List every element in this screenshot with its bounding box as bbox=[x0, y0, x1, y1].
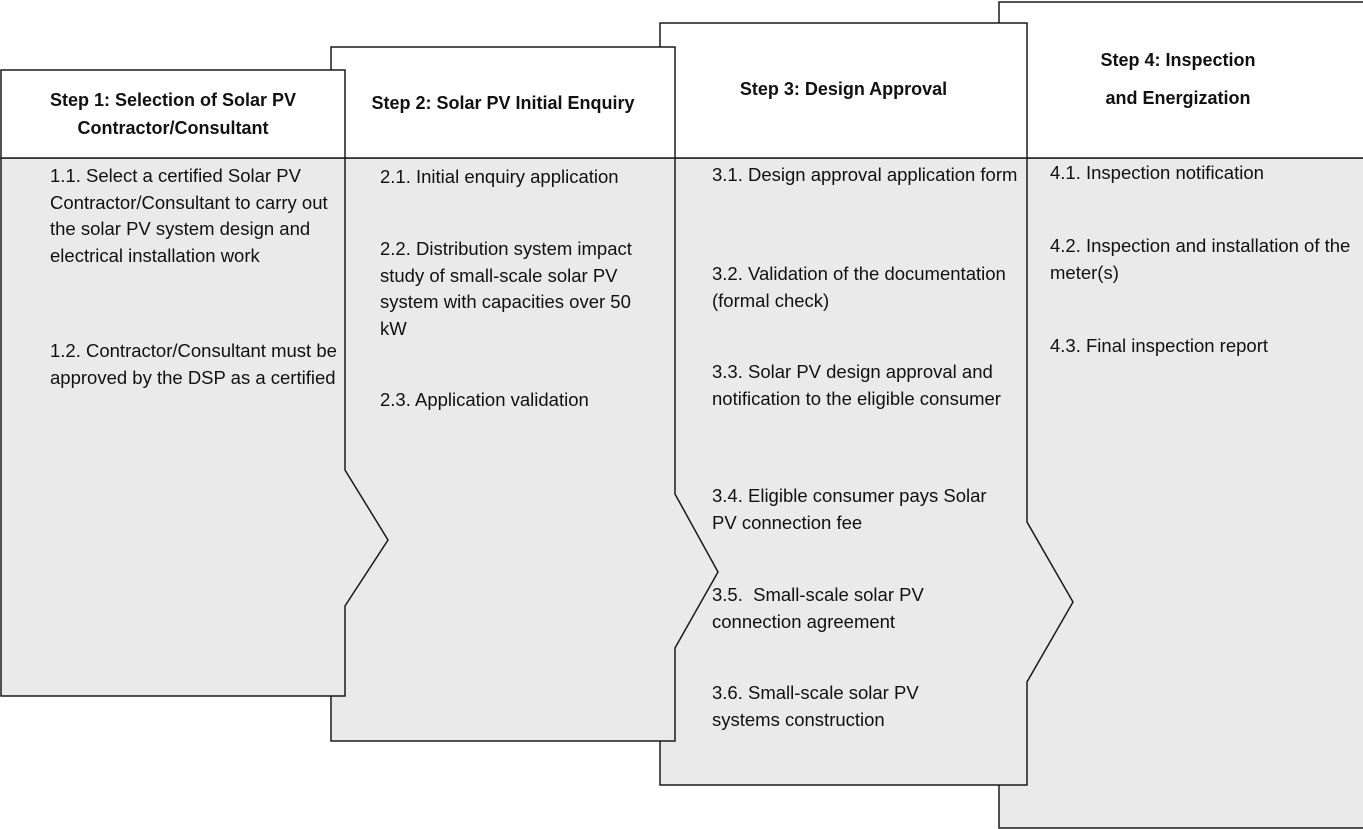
step-2-item-2: 2.2. Distribution system impact study of… bbox=[380, 238, 638, 339]
step-4-header-box bbox=[998, 1, 1363, 159]
step-4-title-line-1: Step 4: Inspection bbox=[1100, 50, 1256, 70]
step-2-panel bbox=[330, 46, 719, 742]
step-3-item-1: 3.1. Design approval application form bbox=[712, 164, 1018, 185]
step-4-body bbox=[998, 157, 1363, 829]
step-3-title: Step 3: Design Approval bbox=[739, 79, 948, 99]
step-2-title: Step 2: Solar PV Initial Enquiry bbox=[371, 92, 635, 113]
step-2-body bbox=[330, 157, 719, 742]
step-1-item-2: 1.2. Contractor/Consultant must be appro… bbox=[50, 340, 343, 388]
step-3-body bbox=[659, 157, 1074, 786]
step-1-title: Step 1: Selection of Solar PV Contractor… bbox=[1, 70, 345, 158]
step-3-item-3: 3.3. Solar PV design approval and notifi… bbox=[712, 361, 1001, 409]
step-3-item-2: 3.2. Validation of the documentation (fo… bbox=[712, 263, 1011, 311]
step-1-header-box bbox=[0, 69, 346, 159]
step-2-header-box bbox=[330, 46, 676, 159]
step-3-item-4: 3.4. Eligible consumer pays Solar PV con… bbox=[712, 485, 992, 533]
step-2-item-3: 2.3. Application validation bbox=[380, 389, 589, 410]
step-4-title: Step 4: Inspection and Energization bbox=[999, 40, 1357, 118]
step-4-title-line-2: and Energization bbox=[1105, 88, 1251, 108]
step-4-item-3: 4.3. Final inspection report bbox=[1050, 335, 1269, 356]
step-4-item-2: 4.2. Inspection and installation of the … bbox=[1050, 235, 1356, 283]
step-1-item-1: 1.1. Select a certified Solar PV Contrac… bbox=[50, 165, 333, 266]
step-3-item-5: 3.5. Small-scale solar PV connection agr… bbox=[712, 584, 929, 632]
step-4-item-1: 4.1. Inspection notification bbox=[1050, 162, 1264, 183]
step-1-title-text: Step 1: Selection of Solar PV Contractor… bbox=[49, 90, 297, 138]
step-2-item-1: 2.1. Initial enquiry application bbox=[380, 166, 619, 187]
step-1-panel bbox=[0, 69, 389, 697]
step-4-panel bbox=[998, 1, 1363, 829]
step-3-item-6: 3.6. Small-scale solar PV systems constr… bbox=[712, 682, 924, 730]
step-3-panel bbox=[659, 22, 1074, 786]
step-1-body bbox=[0, 157, 389, 697]
